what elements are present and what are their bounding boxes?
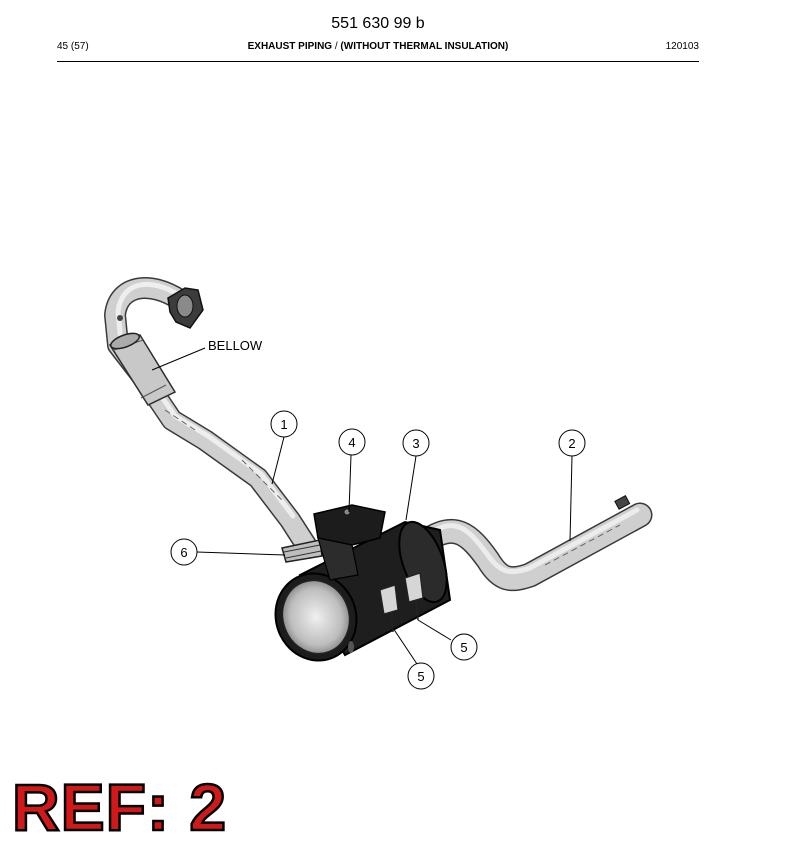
section-title: EXHAUST PIPING / (WITHOUT THERMAL INSULA… <box>57 41 699 52</box>
header-rule <box>57 61 699 62</box>
section-title-part-a: EXHAUST PIPING <box>247 41 333 52</box>
clamp <box>281 539 323 563</box>
svg-text:5: 5 <box>460 640 467 655</box>
mounting-bracket <box>313 504 386 581</box>
rear-pipe <box>412 494 653 592</box>
callout-4: 4 <box>338 428 366 456</box>
callout-5b: 5 <box>407 662 435 690</box>
callout-1: 1 <box>270 410 298 438</box>
callout-5a: 5 <box>450 633 478 661</box>
page-number: 45 (57) <box>57 41 89 52</box>
section-title-part-b: (WITHOUT THERMAL INSULATION) <box>340 41 509 52</box>
front-pipe <box>104 277 319 559</box>
svg-text:2: 2 <box>568 436 575 451</box>
inlet-flange <box>117 287 204 329</box>
bellow <box>108 332 177 406</box>
bellow-label: BELLOW <box>208 338 263 353</box>
svg-text:5: 5 <box>417 669 424 684</box>
svg-text:4: 4 <box>348 435 355 450</box>
svg-text:1: 1 <box>280 417 287 432</box>
document-number: 551 630 99 b <box>331 15 425 32</box>
svg-text:3: 3 <box>412 436 419 451</box>
callout-2: 2 <box>558 429 586 457</box>
leader-lines <box>151 347 573 665</box>
straps <box>379 572 424 633</box>
svg-text:6: 6 <box>180 545 187 560</box>
header-row: 45 (57) EXHAUST PIPING / (WITHOUT THERMA… <box>57 41 699 55</box>
section-title-separator: / <box>332 41 341 52</box>
callout-6: 6 <box>170 538 198 566</box>
callout-3: 3 <box>402 429 430 457</box>
date-code: 120103 <box>665 41 699 52</box>
ref-stamp: REF: 2 <box>11 770 228 844</box>
